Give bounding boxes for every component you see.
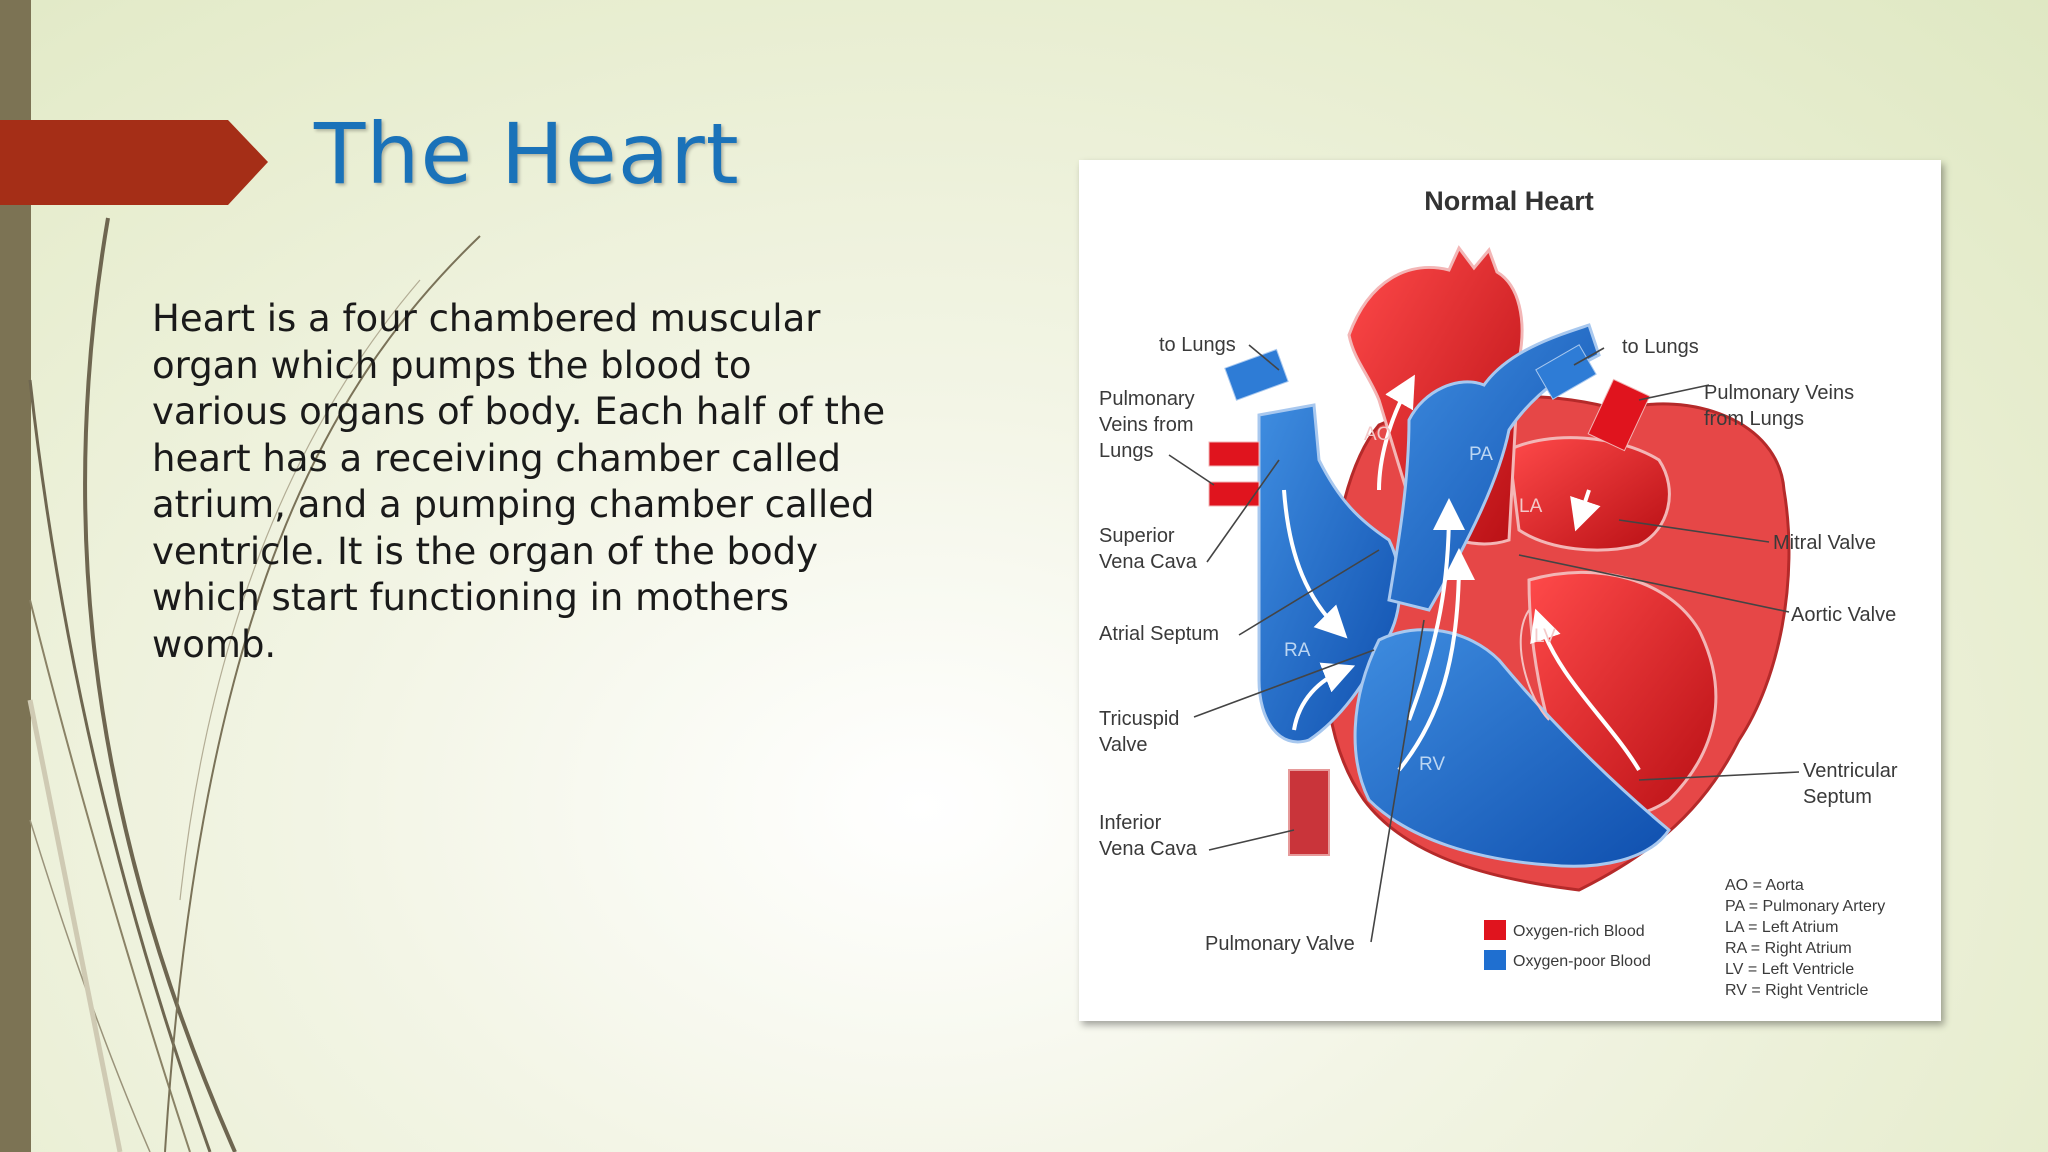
- label-pulmonary-veins-left-3: Lungs: [1099, 440, 1154, 462]
- abbr-pa: PA = Pulmonary Artery: [1725, 898, 1885, 915]
- pulmonary-vein-right: [1587, 378, 1651, 452]
- chamber-la: LA: [1519, 496, 1543, 517]
- pulmonary-vein-left-lower: [1208, 481, 1260, 507]
- label-pulmonary-veins-left-2: Veins from: [1099, 414, 1193, 436]
- label-pulmonary-veins-left-1: Pulmonary: [1099, 388, 1195, 410]
- abbr-la: LA = Left Atrium: [1725, 919, 1838, 936]
- label-ventricular-septum-2: Septum: [1803, 786, 1872, 808]
- legend-label-oxygen-poor: Oxygen-poor Blood: [1513, 953, 1651, 970]
- label-pulmonary-veins-right-1: Pulmonary Veins: [1704, 382, 1854, 404]
- inferior-vena-cava: [1288, 769, 1330, 856]
- abbr-ra: RA = Right Atrium: [1725, 940, 1852, 957]
- label-tricuspid-valve-1: Tricuspid: [1099, 708, 1179, 730]
- label-to-lungs-right: to Lungs: [1622, 336, 1699, 358]
- chamber-pa: PA: [1469, 444, 1493, 465]
- legend-swatch-oxygen-poor: [1484, 950, 1506, 970]
- decorative-curves: [27, 217, 481, 1152]
- pulmonary-branch-right: [1535, 344, 1597, 400]
- heart-diagram: Normal Heart AO PA L: [1099, 186, 1898, 999]
- label-superior-vena-cava-1: Superior: [1099, 525, 1175, 547]
- label-ventricular-septum-1: Ventricular: [1803, 760, 1898, 782]
- abbr-ao: AO = Aorta: [1725, 877, 1804, 894]
- label-atrial-septum: Atrial Septum: [1099, 623, 1219, 645]
- figure-title: Normal Heart: [1424, 186, 1594, 216]
- heart-diagram-image: Normal Heart AO PA L: [1079, 160, 1941, 1021]
- chamber-lv: LV: [1534, 626, 1556, 647]
- label-pulmonary-veins-right-2: from Lungs: [1704, 408, 1804, 430]
- label-aortic-valve: Aortic Valve: [1791, 604, 1896, 626]
- chamber-ao: AO: [1364, 424, 1391, 445]
- label-inferior-vena-cava-1: Inferior: [1099, 812, 1162, 834]
- title-arrow-banner: [0, 120, 268, 205]
- label-inferior-vena-cava-2: Vena Cava: [1099, 838, 1198, 860]
- chamber-rv: RV: [1419, 754, 1445, 775]
- label-pulmonary-valve: Pulmonary Valve: [1205, 933, 1355, 955]
- abbr-lv: LV = Left Ventricle: [1725, 961, 1854, 978]
- pulmonary-branch-left: [1224, 348, 1289, 401]
- slide-body-text: Heart is a four chambered muscular organ…: [152, 297, 886, 666]
- slide-title: The Heart: [314, 105, 740, 203]
- pulmonary-vein-left-upper: [1208, 441, 1260, 467]
- legend-swatch-oxygen-rich: [1484, 920, 1506, 940]
- legend-label-oxygen-rich: Oxygen-rich Blood: [1513, 923, 1645, 940]
- abbr-rv: RV = Right Ventricle: [1725, 982, 1868, 999]
- label-to-lungs-left: to Lungs: [1159, 334, 1236, 356]
- pulmonary-artery: [1387, 323, 1601, 612]
- right-ventricle: [1353, 628, 1671, 868]
- label-mitral-valve: Mitral Valve: [1773, 532, 1876, 554]
- label-tricuspid-valve-2: Valve: [1099, 734, 1148, 756]
- label-superior-vena-cava-2: Vena Cava: [1099, 551, 1198, 573]
- chamber-ra: RA: [1284, 640, 1311, 661]
